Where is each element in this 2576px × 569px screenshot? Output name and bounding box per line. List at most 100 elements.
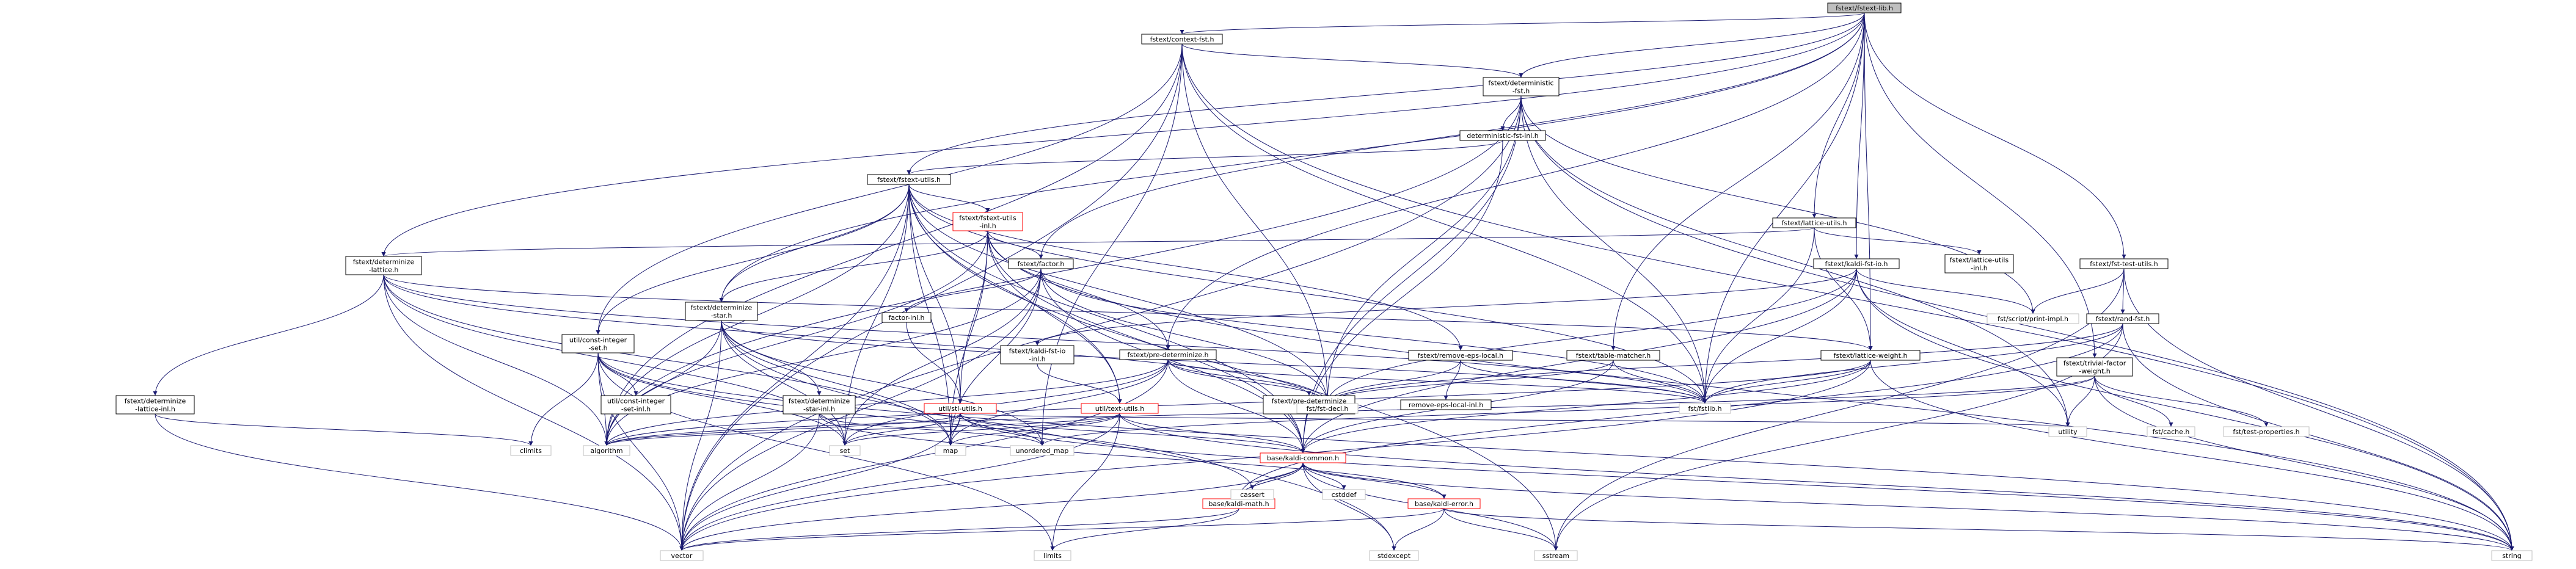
node-sstream: sstream xyxy=(1534,550,1578,561)
node-box xyxy=(1534,550,1578,561)
node-label: fstext/table-matcher.h xyxy=(1576,352,1651,360)
node-box xyxy=(583,445,630,456)
node-determinize-lattice[interactable]: fstext/determinize-lattice.h xyxy=(345,256,422,275)
node-text-utils[interactable]: util/text-utils.h xyxy=(1081,403,1159,414)
node-label: -weight.h xyxy=(2079,368,2111,375)
node-box xyxy=(510,445,552,456)
node-unordered-map: unordered_map xyxy=(1010,445,1075,456)
node-label: util/const-integer xyxy=(569,336,627,344)
edge-deterministic-fst-to-print-impl xyxy=(1520,95,2035,314)
node-fstext-utils[interactable]: fstext/fstext-utils.h xyxy=(867,174,951,185)
node-rand-fst[interactable]: fstext/rand-fst.h xyxy=(2086,313,2159,324)
node-factor[interactable]: fstext/factor.h xyxy=(1008,258,1074,269)
node-remove-eps-local[interactable]: fstext/remove-eps-local.h xyxy=(1408,350,1513,361)
node-box xyxy=(660,550,704,561)
node-label: -inl.h xyxy=(1971,264,1988,272)
edge-fstext-lib-to-determinize-lattice xyxy=(381,12,1865,257)
node-label: -inl.h xyxy=(979,222,996,230)
node-kaldi-math[interactable]: base/kaldi-math.h xyxy=(1202,498,1275,509)
node-determinize-lattice-inl[interactable]: fstext/determinize-lattice-inl.h xyxy=(115,395,195,415)
node-trivial-factor-weight[interactable]: fstext/trivial-factor-weight.h xyxy=(2056,357,2133,377)
node-box xyxy=(1566,350,1660,361)
node-box xyxy=(1400,399,1492,410)
edge-fstext-lib-to-lattice-weight xyxy=(1864,12,1873,351)
edge-context-fst-to-string xyxy=(1181,43,2514,551)
edge-table-matcher-to-fst-decl xyxy=(1325,360,1614,404)
node-label: fstext/lattice-utils.h xyxy=(1782,219,1847,227)
node-box xyxy=(1459,130,1546,141)
node-label: fstext/determinize xyxy=(125,397,186,405)
edge-fstext-utils-to-remove-eps-local xyxy=(908,184,1463,351)
node-box xyxy=(1141,34,1223,45)
edge-lattice-weight-to-fstlib xyxy=(1702,360,1871,404)
node-label: sstream xyxy=(1542,552,1569,560)
edge-fst-test-utils-to-print-impl xyxy=(2031,268,2125,314)
node-lattice-utils[interactable]: fstext/lattice-utils.h xyxy=(1772,217,1856,228)
node-label: remove-eps-local-inl.h xyxy=(1409,401,1483,409)
edge-factor-to-factor-inl xyxy=(904,268,1042,313)
node-pre-determinize[interactable]: fstext/pre-determinize.h xyxy=(1119,349,1217,360)
node-fstext-utils-inl[interactable]: fstext/fstext-utils-inl.h xyxy=(952,212,1023,231)
node-deterministic-fst-inl[interactable]: deterministic-fst-inl.h xyxy=(1459,130,1546,141)
edge-fstext-utils-inl-to-string xyxy=(987,230,2514,551)
node-label: fstext/fst-test-utils.h xyxy=(2090,260,2158,268)
node-const-integer-set-inl[interactable]: util/const-integer-set-inl.h xyxy=(600,395,671,415)
node-label: set xyxy=(840,447,850,455)
node-box xyxy=(1008,258,1074,269)
node-determinize-star-inl[interactable]: fstext/determinize-star-inl.h xyxy=(783,395,856,415)
node-box xyxy=(1119,349,1217,360)
edge-kaldi-fst-io-to-utility xyxy=(1856,268,2070,427)
edge-fstext-lib-to-context-fst xyxy=(1180,12,1865,35)
node-box xyxy=(2086,313,2159,324)
node-box xyxy=(1230,489,1274,500)
node-box xyxy=(1407,498,1481,509)
node-label: unordered_map xyxy=(1016,447,1069,455)
edge-text-utils-to-kaldi-common xyxy=(1119,413,1305,454)
node-label: base/kaldi-common.h xyxy=(1267,454,1339,462)
node-label: fst/fstlib.h xyxy=(1688,405,1721,413)
node-context-fst[interactable]: fstext/context-fst.h xyxy=(1141,34,1223,45)
node-fst-test-utils[interactable]: fstext/fst-test-utils.h xyxy=(2079,258,2169,269)
node-kaldi-error[interactable]: base/kaldi-error.h xyxy=(1407,498,1481,509)
node-label: util/const-integer xyxy=(607,397,665,405)
node-print-impl: fst/script/print-impl.h xyxy=(1987,313,2079,324)
edge-context-fst-to-fst-decl xyxy=(1181,43,1330,404)
edge-pre-determinize-to-map xyxy=(948,359,1169,446)
node-label: vector xyxy=(671,552,693,560)
node-label: util/stl-utils.h xyxy=(938,405,982,413)
node-remove-eps-local-inl[interactable]: remove-eps-local-inl.h xyxy=(1400,399,1492,410)
edge-deterministic-fst-inl-to-kaldi-common xyxy=(1301,140,1503,454)
edge-determinize-star-inl-to-vector xyxy=(679,413,820,551)
node-box xyxy=(1296,403,1359,414)
node-determinize-star[interactable]: fstext/determinize-star.h xyxy=(685,302,758,321)
node-label: -star.h xyxy=(711,312,732,320)
edge-kaldi-error-to-vector xyxy=(679,508,1445,551)
edge-lattice-utils-to-lattice-utils-inl xyxy=(1814,227,1982,255)
node-string: string xyxy=(2491,550,2533,561)
edge-determinize-lattice-to-vector xyxy=(383,274,684,551)
node-box xyxy=(924,403,997,414)
node-limits: limits xyxy=(1034,550,1071,561)
node-table-matcher[interactable]: fstext/table-matcher.h xyxy=(1566,350,1660,361)
node-box xyxy=(1820,350,1921,361)
node-lattice-weight[interactable]: fstext/lattice-weight.h xyxy=(1820,350,1921,361)
node-const-integer-set[interactable]: util/const-integer-set.h xyxy=(561,334,635,353)
edge-pre-determinize-to-fstlib xyxy=(1167,359,1707,404)
node-label: map xyxy=(943,447,958,455)
node-kaldi-fst-io[interactable]: fstext/kaldi-fst-io.h xyxy=(1813,258,1900,269)
edge-fstext-utils-to-fstext-utils-inl xyxy=(908,184,990,213)
node-kaldi-fst-io-inl[interactable]: fstext/kaldi-fst-io-inl.h xyxy=(1000,345,1075,364)
node-lattice-utils-inl[interactable]: fstext/lattice-utils-inl.h xyxy=(1944,254,2014,274)
node-factor-inl[interactable]: factor-inl.h xyxy=(881,312,932,323)
node-kaldi-common[interactable]: base/kaldi-common.h xyxy=(1260,452,1346,463)
node-label: stdexcept xyxy=(1377,552,1411,560)
node-label: fstext/context-fst.h xyxy=(1150,35,1214,43)
node-box xyxy=(600,395,671,415)
edge-kaldi-fst-io-to-fstlib xyxy=(1702,268,1857,404)
node-box xyxy=(1987,313,2079,324)
edge-fstext-utils-to-stl-utils xyxy=(908,184,963,404)
node-deterministic-fst[interactable]: fstext/deterministic-fst.h xyxy=(1483,77,1560,96)
edge-fstext-lib-to-table-matcher xyxy=(1611,12,1865,351)
node-stl-utils[interactable]: util/stl-utils.h xyxy=(924,403,997,414)
edge-lattice-utils-to-determinize-lattice xyxy=(382,227,1815,257)
